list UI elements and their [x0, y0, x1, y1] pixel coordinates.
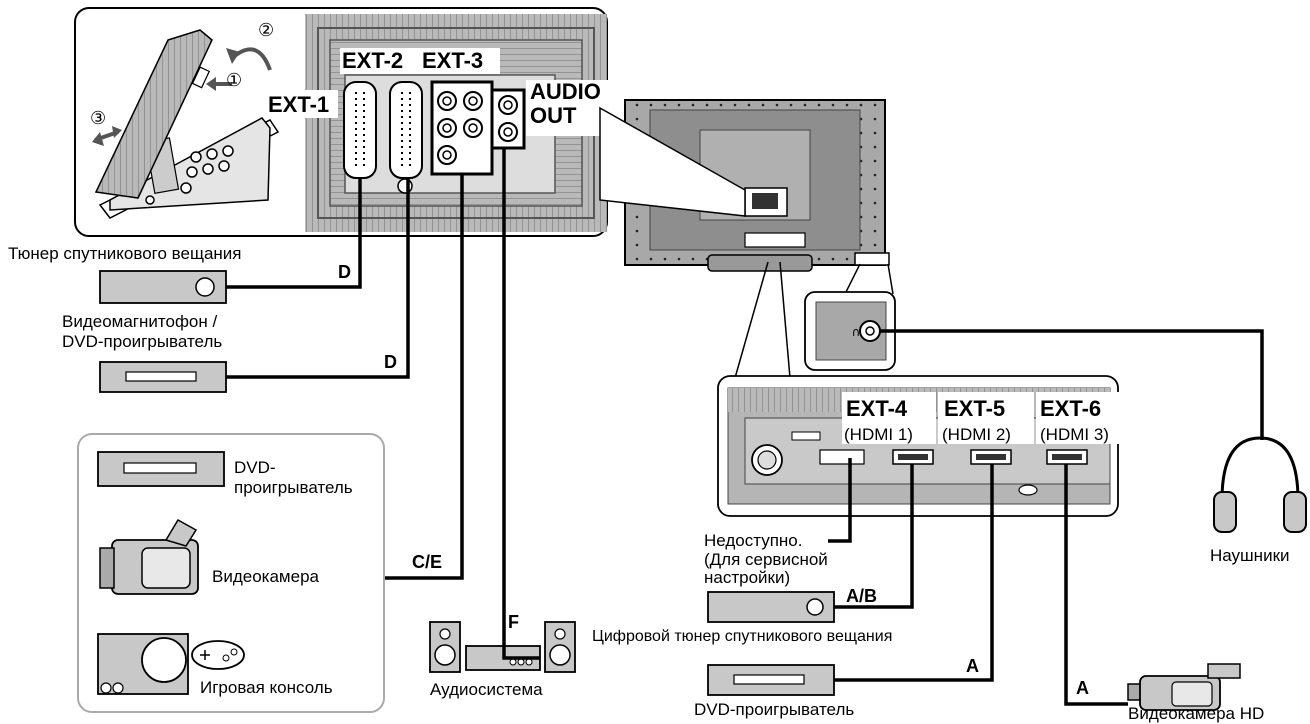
cables — [226, 148, 1264, 706]
scart-connector-ext2 — [389, 81, 423, 194]
hd-camcorder-device — [1127, 663, 1241, 711]
dvd-player-label: DVD-проигрыватель — [694, 700, 855, 719]
scart-connector-ext1 — [343, 81, 377, 179]
step-1-marker: ① — [226, 70, 243, 90]
ext2-label: EXT-2 — [342, 48, 404, 73]
cable-d-ext1 — [226, 178, 362, 289]
vcr-dvd-label: Видеомагнитофон / DVD-проигрыватель — [62, 312, 223, 351]
ext1-label: EXT-1 — [268, 92, 330, 117]
game-console-label: Игровая консоль — [200, 678, 333, 697]
cable-d-label-1: D — [338, 262, 351, 282]
digital-sat-tuner-label: Цифровой тюнер спутникового вещания — [592, 628, 893, 645]
ext4-label: EXT-4 — [846, 396, 908, 421]
not-available-label: Недоступно. (Для сервисной настройки) — [704, 531, 828, 588]
cable-a-hdmi2 — [834, 464, 994, 682]
hdmi-port-1 — [892, 449, 934, 465]
game-console-device — [97, 633, 245, 695]
vcr-dvd-device — [99, 361, 227, 393]
digital-satellite-tuner-device — [707, 591, 835, 623]
audio-system-label: Аудиосистема — [430, 680, 543, 699]
cable-f-audio — [502, 148, 540, 660]
hdmi-port-3 — [1046, 449, 1088, 465]
satellite-tuner-device — [99, 270, 227, 304]
headphones-icon — [1213, 436, 1307, 533]
cable-headphones — [880, 329, 1264, 440]
step-3-marker: ③ — [90, 108, 107, 128]
cable-ab-hdmi1 — [834, 464, 914, 609]
cable-d-ext2 — [226, 178, 410, 379]
dvd-player-group-label: DVD- проигрыватель — [234, 458, 353, 497]
line-not-available — [828, 458, 852, 543]
camcorder-label: Видеокамера — [212, 567, 319, 586]
cable-ce-ext3 — [385, 174, 464, 580]
hd-camcorder-label: Видеокамера HD — [1128, 704, 1265, 723]
svg-text:∩: ∩ — [852, 325, 861, 339]
camcorder-device — [99, 518, 199, 595]
audio-out-label: AUDIO OUT — [530, 79, 601, 129]
ext3-label: EXT-3 — [422, 48, 484, 73]
dvd-player-device-group — [97, 451, 225, 487]
dvd-player-device — [707, 664, 835, 696]
cable-ce-label: C/E — [412, 552, 443, 572]
audio-out-connector — [490, 88, 526, 150]
hdmi-port-2 — [970, 449, 1012, 465]
cable-ab-label: A/B — [846, 586, 877, 606]
hdmi-panel-callout — [717, 375, 1122, 517]
cable-a-label-1: A — [966, 656, 979, 676]
cable-a-hdmi3 — [1064, 464, 1128, 706]
rca-connector-ext3 — [430, 80, 494, 176]
hdmi3-label: (HDMI 3) — [1040, 425, 1109, 444]
ext5-label: EXT-5 — [944, 396, 1006, 421]
headphone-jack-callout: ∩ — [804, 291, 896, 371]
ext6-label: EXT-6 — [1040, 396, 1102, 421]
cable-a-label-2: A — [1076, 678, 1089, 698]
cover-open-illustration — [92, 29, 280, 219]
cable-f-label: F — [508, 612, 519, 632]
satellite-tuner-label: Тюнер спутникового вещания — [8, 244, 242, 263]
headphones-label: Наушники — [1210, 546, 1290, 565]
hdmi1-label: (HDMI 1) — [844, 425, 913, 444]
cable-d-label-2: D — [384, 352, 397, 372]
step-2-marker: ② — [258, 20, 275, 40]
hdmi2-label: (HDMI 2) — [942, 425, 1011, 444]
